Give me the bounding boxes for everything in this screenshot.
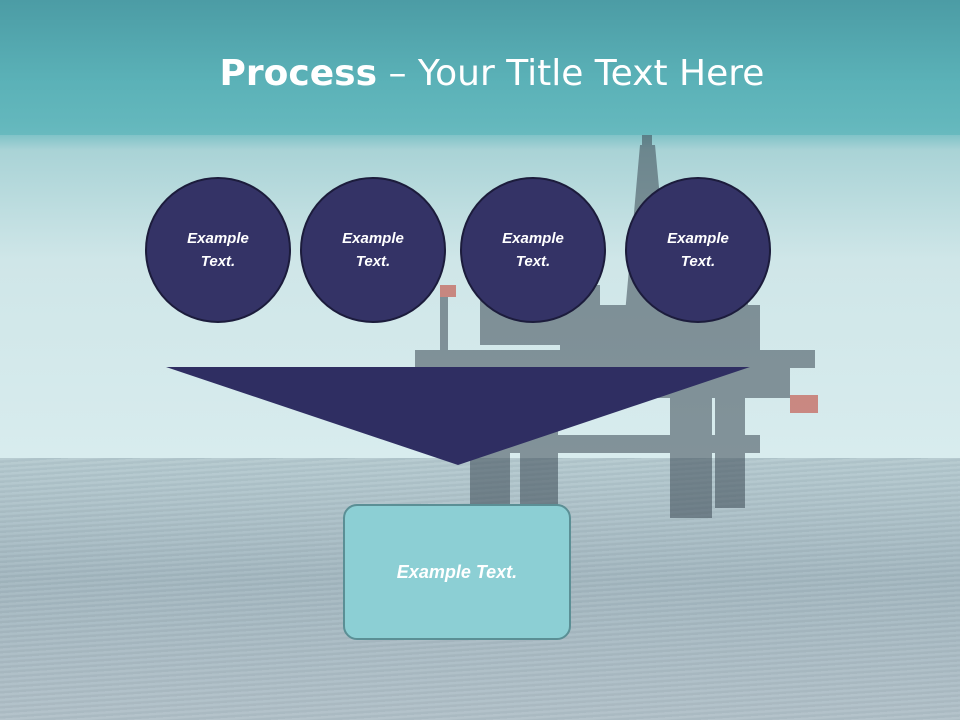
- process-step-2[interactable]: Example Text.: [300, 177, 446, 323]
- slide-title: Process – Your Title Text Here: [0, 52, 960, 96]
- result-box[interactable]: Example Text.: [343, 504, 571, 640]
- process-step-3[interactable]: Example Text.: [460, 177, 606, 323]
- step-4-label: Example Text.: [667, 230, 729, 270]
- process-step-1[interactable]: Example Text.: [145, 177, 291, 323]
- step-3-label: Example Text.: [502, 230, 564, 270]
- process-step-4[interactable]: Example Text.: [625, 177, 771, 323]
- title-band: [0, 0, 960, 135]
- title-rest: – Your Title Text Here: [377, 53, 765, 94]
- oil-rig-image: [415, 135, 818, 518]
- step-2-label: Example Text.: [342, 230, 404, 270]
- title-bold: Process: [219, 53, 378, 94]
- step-1-label: Example Text.: [187, 230, 249, 270]
- result-label: Example Text.: [396, 561, 518, 582]
- funnel-arrow: [166, 367, 750, 465]
